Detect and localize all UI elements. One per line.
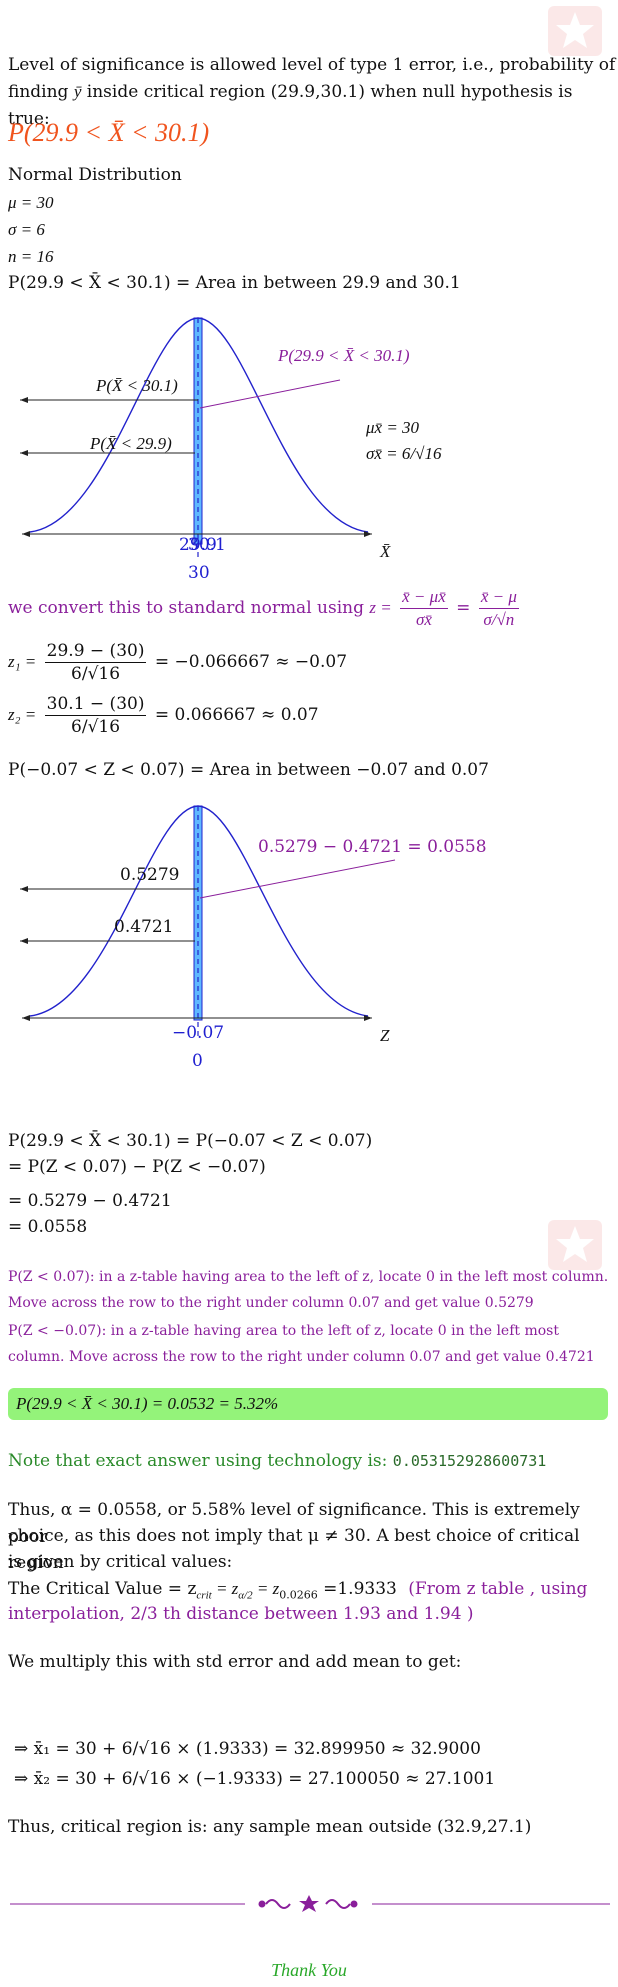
- thank-you: Thank You: [271, 1960, 347, 1980]
- result-box: P(29.9 < X̄ < 30.1) = 0.0532 = 5.32%: [8, 1388, 608, 1420]
- graph2-axis-label: Z: [380, 1026, 390, 1045]
- area-statement: P(29.9 < X̄ < 30.1) = Area in between 29…: [8, 273, 461, 293]
- watermark-logo-icon: [548, 6, 602, 56]
- graph2-label-lower: 0.4721: [114, 917, 174, 937]
- table-note-2b: column. Move across the row to the right…: [8, 1349, 595, 1365]
- graph1-mu-xbar: μx̄ = 30: [366, 418, 420, 437]
- distribution-type: Normal Distribution: [8, 165, 182, 185]
- normal-curve-graph-2: [20, 805, 396, 1036]
- standardize-formula: we convert this to standard normal using…: [8, 587, 519, 629]
- normal-curve: [29, 317, 369, 533]
- graph1-tick-30: 30: [188, 563, 210, 583]
- conclusion-line-3: is given by critical values:: [8, 1552, 233, 1572]
- exact-answer: Note that exact answer using technology …: [8, 1451, 547, 1471]
- graph2-label-upper: 0.5279: [120, 865, 180, 885]
- graph2-tick-zero: 0: [192, 1051, 203, 1071]
- graph1-sigma-xbar: σx̄ = 6/√16: [366, 444, 442, 463]
- sigma-value: σ = 6: [8, 220, 45, 239]
- graph1-tick-29-9: 29.9: [179, 535, 217, 555]
- graph1-label-lower: P(X̄ < 29.9): [90, 434, 172, 453]
- z2-computation: z₂ = 30.1 − (30)6/√16 = 0.066667 ≈ 0.07: [8, 694, 319, 737]
- step-line-3: = 0.5279 − 0.4721: [8, 1191, 172, 1211]
- divider-ornament: [10, 1895, 610, 1912]
- step-line-2: = P(Z < 0.07) − P(Z < −0.07): [8, 1157, 266, 1177]
- graph1-label-upper: P(X̄ < 30.1): [96, 376, 178, 395]
- mu-value: μ = 30: [8, 193, 54, 212]
- result-text: P(29.9 < X̄ < 30.1) = 0.0532 = 5.32%: [16, 1394, 279, 1413]
- z1-computation: z₁ = 29.9 − (30)6/√16 = −0.066667 ≈ −0.0…: [8, 641, 348, 684]
- normal-curve-graph-1: [20, 317, 372, 560]
- probability-heading: P(29.9 < X̄ < 30.1): [8, 118, 210, 147]
- table-note-1b: Move across the row to the right under c…: [8, 1295, 534, 1311]
- table-note-2a: P(Z < −0.07): in a z-table having area t…: [8, 1323, 559, 1339]
- conclusion-line-1: Thus, α = 0.0558, or 5.58% level of sign…: [8, 1500, 580, 1547]
- table-note-1a: P(Z < 0.07): in a z-table having area to…: [8, 1269, 609, 1285]
- interpolation-note: interpolation, 2/3 th distance between 1…: [8, 1604, 474, 1624]
- z-area-statement: P(−0.07 < Z < 0.07) = Area in between −0…: [8, 760, 489, 780]
- flourish-icon: [258, 1899, 358, 1909]
- star-ornament-icon: [299, 1895, 319, 1912]
- step-line-1: P(29.9 < X̄ < 30.1) = P(−0.07 < Z < 0.07…: [8, 1131, 373, 1151]
- multiply-statement: We multiply this with std error and add …: [8, 1652, 462, 1672]
- normal-curve-2: [29, 805, 369, 1017]
- xbar2-computation: ⇒ x̄₂ = 30 + 6/√16 × (−1.9333) = 27.1000…: [14, 1769, 496, 1789]
- intro-line-1: Level of significance is allowed level o…: [8, 55, 616, 75]
- callout-line: [199, 379, 341, 409]
- graph2-callout-label: 0.5279 − 0.4721 = 0.0558: [258, 837, 487, 857]
- critical-value-line: The Critical Value = zcrit = zα/2 = z0.0…: [8, 1579, 588, 1602]
- critical-region-statement: Thus, critical region is: any sample mea…: [8, 1817, 532, 1837]
- xbar1-computation: ⇒ x̄₁ = 30 + 6/√16 × (1.9333) = 32.89995…: [14, 1739, 481, 1759]
- n-value: n = 16: [8, 247, 54, 266]
- graph1-tick-30-1: 30.1: [188, 535, 226, 555]
- callout-line-2: [199, 859, 396, 899]
- step-line-4: = 0.0558: [8, 1217, 88, 1237]
- graph2-tick-neg: −0.07: [172, 1023, 225, 1043]
- graph1-callout-label: P(29.9 < X̄ < 30.1): [278, 346, 410, 365]
- conclusion-line-2: choice, as this does not imply that μ ≠ …: [8, 1526, 580, 1573]
- graph1-axis-label: X̄: [380, 542, 391, 561]
- watermark-logo-icon-2: [548, 1220, 602, 1270]
- intro-line-2: finding ȳ inside critical region (29.9,3…: [8, 82, 573, 129]
